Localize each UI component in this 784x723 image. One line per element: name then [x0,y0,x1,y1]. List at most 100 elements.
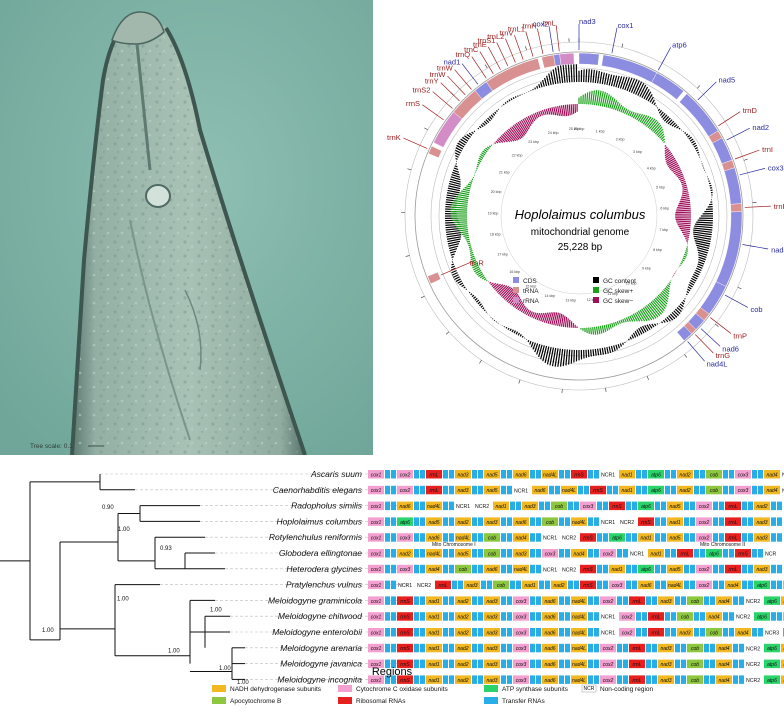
gene-box [667,564,683,574]
gene-block-trna [486,58,541,92]
gene-box-label: nad1 [524,583,535,589]
trna-box [449,643,454,653]
kbp-tick-label: 16 kbp [509,270,520,274]
gene-box-label: nad4L [427,504,441,510]
trna-box [536,643,541,653]
gc-content-bar [551,347,557,367]
gc-skew-bar [471,261,477,265]
gc-skew-bar [597,326,601,335]
gc-content-bar [483,309,486,312]
ncr-label: NCR1 [543,567,557,573]
gc-skew-bar [620,319,623,324]
trna-box [420,596,425,605]
gc-content-bar [480,124,484,128]
gene-box [600,643,616,653]
gene-box-label: cox3 [516,662,527,668]
trna-box [449,549,454,558]
trna-box [665,549,670,558]
gene-box [397,659,413,669]
trna-box [771,564,776,574]
gc-skew-bar [564,316,568,328]
gene-box [542,517,558,526]
gc-content-bar [513,330,517,334]
trna-box [704,643,709,653]
trna-box [752,628,757,637]
trna-box [636,628,641,637]
trna-box [559,659,564,669]
trna-box [742,580,747,590]
gene-box-label: atp6 [757,583,767,589]
gc-content-bar [450,265,455,269]
gene-box [368,659,384,669]
gc-skew-bar [460,190,470,194]
gene-box-label: nad5 [669,567,680,573]
gene-block-cds [723,167,742,205]
gc-skew-bar [562,315,566,327]
trna-box [681,596,686,605]
gene-box [571,659,587,669]
gc-skew-bar [616,103,621,111]
trna-box [487,580,492,590]
gc-skew-bar [675,171,683,176]
gene-box-label: nad4L [668,583,682,589]
trna-box [507,533,512,542]
gc-content-bar [448,185,461,190]
gc-skew-bar [631,314,636,322]
gene-box-label: nad4 [766,488,777,494]
gc-skew-bar [682,257,686,260]
gc-skew-bar [502,287,513,299]
gene-box [687,643,703,653]
gene-box [754,580,770,590]
gc-skew-bar [515,300,523,310]
gc-skew-bar [520,305,526,313]
gene-box [609,501,625,511]
species-label: Hoplolaimus columbus [276,516,362,526]
gene-box [764,675,780,684]
gc-content-bar [507,327,510,330]
gc-content-bar [542,79,545,87]
trna-box [671,628,676,637]
gene-box [426,564,442,574]
gc-content-bar [557,348,561,367]
trna-box [594,643,599,653]
gc-content-bar [557,65,561,84]
kbp-tick [684,354,688,358]
gc-skew-bar [549,312,554,325]
trna-box [739,643,744,653]
gc-content-bar [504,102,507,104]
gc-skew-bar [564,104,568,117]
gc-content-bar [512,97,515,100]
gc-content-bar [698,256,706,261]
gc-skew-bar [678,177,685,181]
trna-box [642,470,647,479]
gc-content-bar [634,330,639,337]
trna-box [391,470,396,479]
gene-box [426,596,442,605]
trna-box [568,580,573,590]
gc-content-bar [636,329,641,336]
trna-box [665,485,670,495]
gc-skew-bar [593,90,598,106]
gc-content-bar [540,82,543,88]
ncr-label: NCR1 [601,615,615,621]
gene-box [455,549,471,558]
gc-content-bar [679,303,684,308]
gc-skew-bar [685,250,689,252]
trna-box [481,580,486,590]
gene-box [542,675,558,684]
gc-content-bar [485,119,490,124]
gene-box-label: nad6 [515,472,526,478]
kbp-tick [518,379,521,384]
gc-skew-bar [671,166,680,172]
tree-scale-label: Tree scale: 0.1 [30,443,73,450]
trna-box [588,596,593,605]
gene-box [677,628,693,637]
gene-box-label: cob [710,630,718,636]
gene-box-label: nad6 [544,678,555,684]
gc-content-bar [494,111,497,114]
gene-label: nad4L [707,359,728,368]
gene-block-cds [700,281,727,315]
kbp-tick [525,46,527,51]
gc-skew-bar [586,92,589,105]
gene-box [706,628,722,637]
